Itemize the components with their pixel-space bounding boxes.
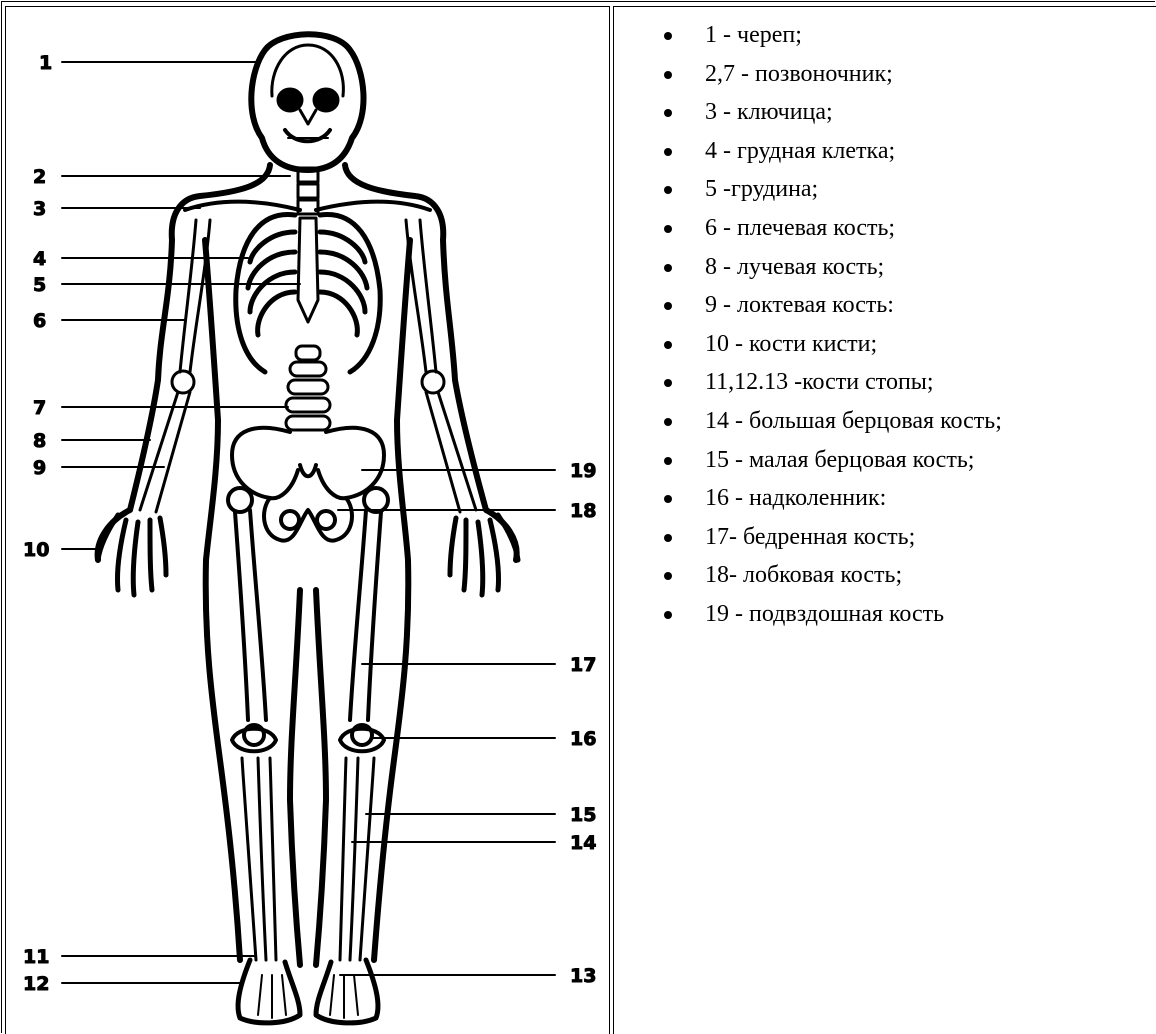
- list-item: 16 - надколенник:: [650, 479, 1002, 518]
- list-item: 1 - череп;: [650, 16, 1002, 55]
- bullet-icon: [664, 572, 672, 580]
- label-8: 8: [33, 430, 46, 452]
- label-13: 13: [570, 965, 596, 987]
- knees: [232, 725, 384, 751]
- list-item: 9 - локтевая кость:: [650, 286, 1002, 325]
- list-item-text: 2,7 - позвоночник;: [705, 61, 893, 87]
- label-11: 11: [23, 946, 49, 968]
- list-item: 15 - малая берцовая кость;: [650, 441, 1002, 480]
- label-2: 2: [33, 166, 46, 188]
- skeleton-diagram: 1 2 3 4 5 6 7 8 9 10 11 12 19 18 17 16 1…: [0, 0, 612, 1034]
- label-10: 10: [23, 539, 49, 561]
- list-item-text: 17- бедренная кость;: [705, 524, 915, 550]
- label-7: 7: [33, 397, 46, 419]
- list-item-text: 6 - плечевая кость;: [705, 215, 895, 241]
- list-item: 6 - плечевая кость;: [650, 209, 1002, 248]
- label-14: 14: [570, 832, 596, 854]
- label-4: 4: [33, 248, 46, 270]
- list-item: 11,12.13 -кости стопы;: [650, 363, 1002, 402]
- clavicles: [185, 202, 430, 210]
- bullet-icon: [664, 264, 672, 272]
- feet: [238, 960, 378, 1023]
- label-15: 15: [570, 804, 596, 826]
- label-12: 12: [23, 973, 49, 995]
- list-item-text: 9 - локтевая кость:: [705, 292, 894, 318]
- bullet-icon: [664, 495, 672, 503]
- list-item-text: 8 - лучевая кость;: [705, 254, 884, 280]
- bullet-icon: [664, 32, 672, 40]
- bullet-icon: [664, 186, 672, 194]
- forearm-bones: [140, 392, 476, 512]
- skull: [251, 34, 363, 170]
- bullet-icon: [664, 534, 672, 542]
- femurs: [228, 488, 388, 720]
- label-9: 9: [33, 457, 46, 479]
- list-item: 4 - грудная клетка;: [650, 132, 1002, 171]
- list-item: 17- бедренная кость;: [650, 518, 1002, 557]
- ribcage: [236, 214, 380, 372]
- label-3: 3: [33, 198, 46, 220]
- bone-legend-list: 1 - череп; 2,7 - позвоночник; 3 - ключиц…: [650, 16, 1002, 634]
- bullet-icon: [664, 341, 672, 349]
- list-item-text: 5 -грудина;: [705, 176, 818, 202]
- lower-leg-bones: [242, 758, 374, 960]
- list-item-text: 11,12.13 -кости стопы;: [705, 369, 934, 395]
- list-item-text: 1 - череп;: [705, 22, 802, 48]
- list-item-text: 14 - большая берцовая кость;: [705, 408, 1002, 434]
- bullet-icon: [664, 225, 672, 233]
- bullet-icon: [664, 302, 672, 310]
- list-item: 5 -грудина;: [650, 170, 1002, 209]
- hands: [98, 515, 518, 595]
- label-17: 17: [570, 654, 596, 676]
- bullet-icon: [664, 611, 672, 619]
- pelvis: [232, 428, 384, 541]
- bullet-icon: [664, 109, 672, 117]
- sternum: [298, 218, 318, 322]
- list-item-text: 3 - ключица;: [705, 99, 833, 125]
- list-item-text: 10 - кости кисти;: [705, 331, 877, 357]
- list-item-text: 4 - грудная клетка;: [705, 138, 895, 164]
- list-item-text: 19 - подвздошная кость: [705, 601, 944, 627]
- list-item: 14 - большая берцовая кость;: [650, 402, 1002, 441]
- list-item: 8 - лучевая кость;: [650, 248, 1002, 287]
- list-item: 19 - подвздошная кость: [650, 595, 1002, 634]
- label-6: 6: [33, 310, 46, 332]
- list-item-text: 18- лобковая кость;: [705, 562, 902, 588]
- list-item: 3 - ключица;: [650, 93, 1002, 132]
- bullet-icon: [664, 71, 672, 79]
- bullet-icon: [664, 379, 672, 387]
- list-item: 2,7 - позвоночник;: [650, 55, 1002, 94]
- list-item-text: 16 - надколенник:: [705, 485, 886, 511]
- list-item: 18- лобковая кость;: [650, 556, 1002, 595]
- label-18: 18: [570, 500, 596, 522]
- label-19: 19: [570, 460, 596, 482]
- list-item: 10 - кости кисти;: [650, 325, 1002, 364]
- label-5: 5: [33, 274, 46, 296]
- label-16: 16: [570, 728, 596, 750]
- bullet-icon: [664, 457, 672, 465]
- label-1: 1: [39, 52, 52, 74]
- bullet-icon: [664, 148, 672, 156]
- bullet-icon: [664, 418, 672, 426]
- list-item-text: 15 - малая берцовая кость;: [705, 447, 974, 473]
